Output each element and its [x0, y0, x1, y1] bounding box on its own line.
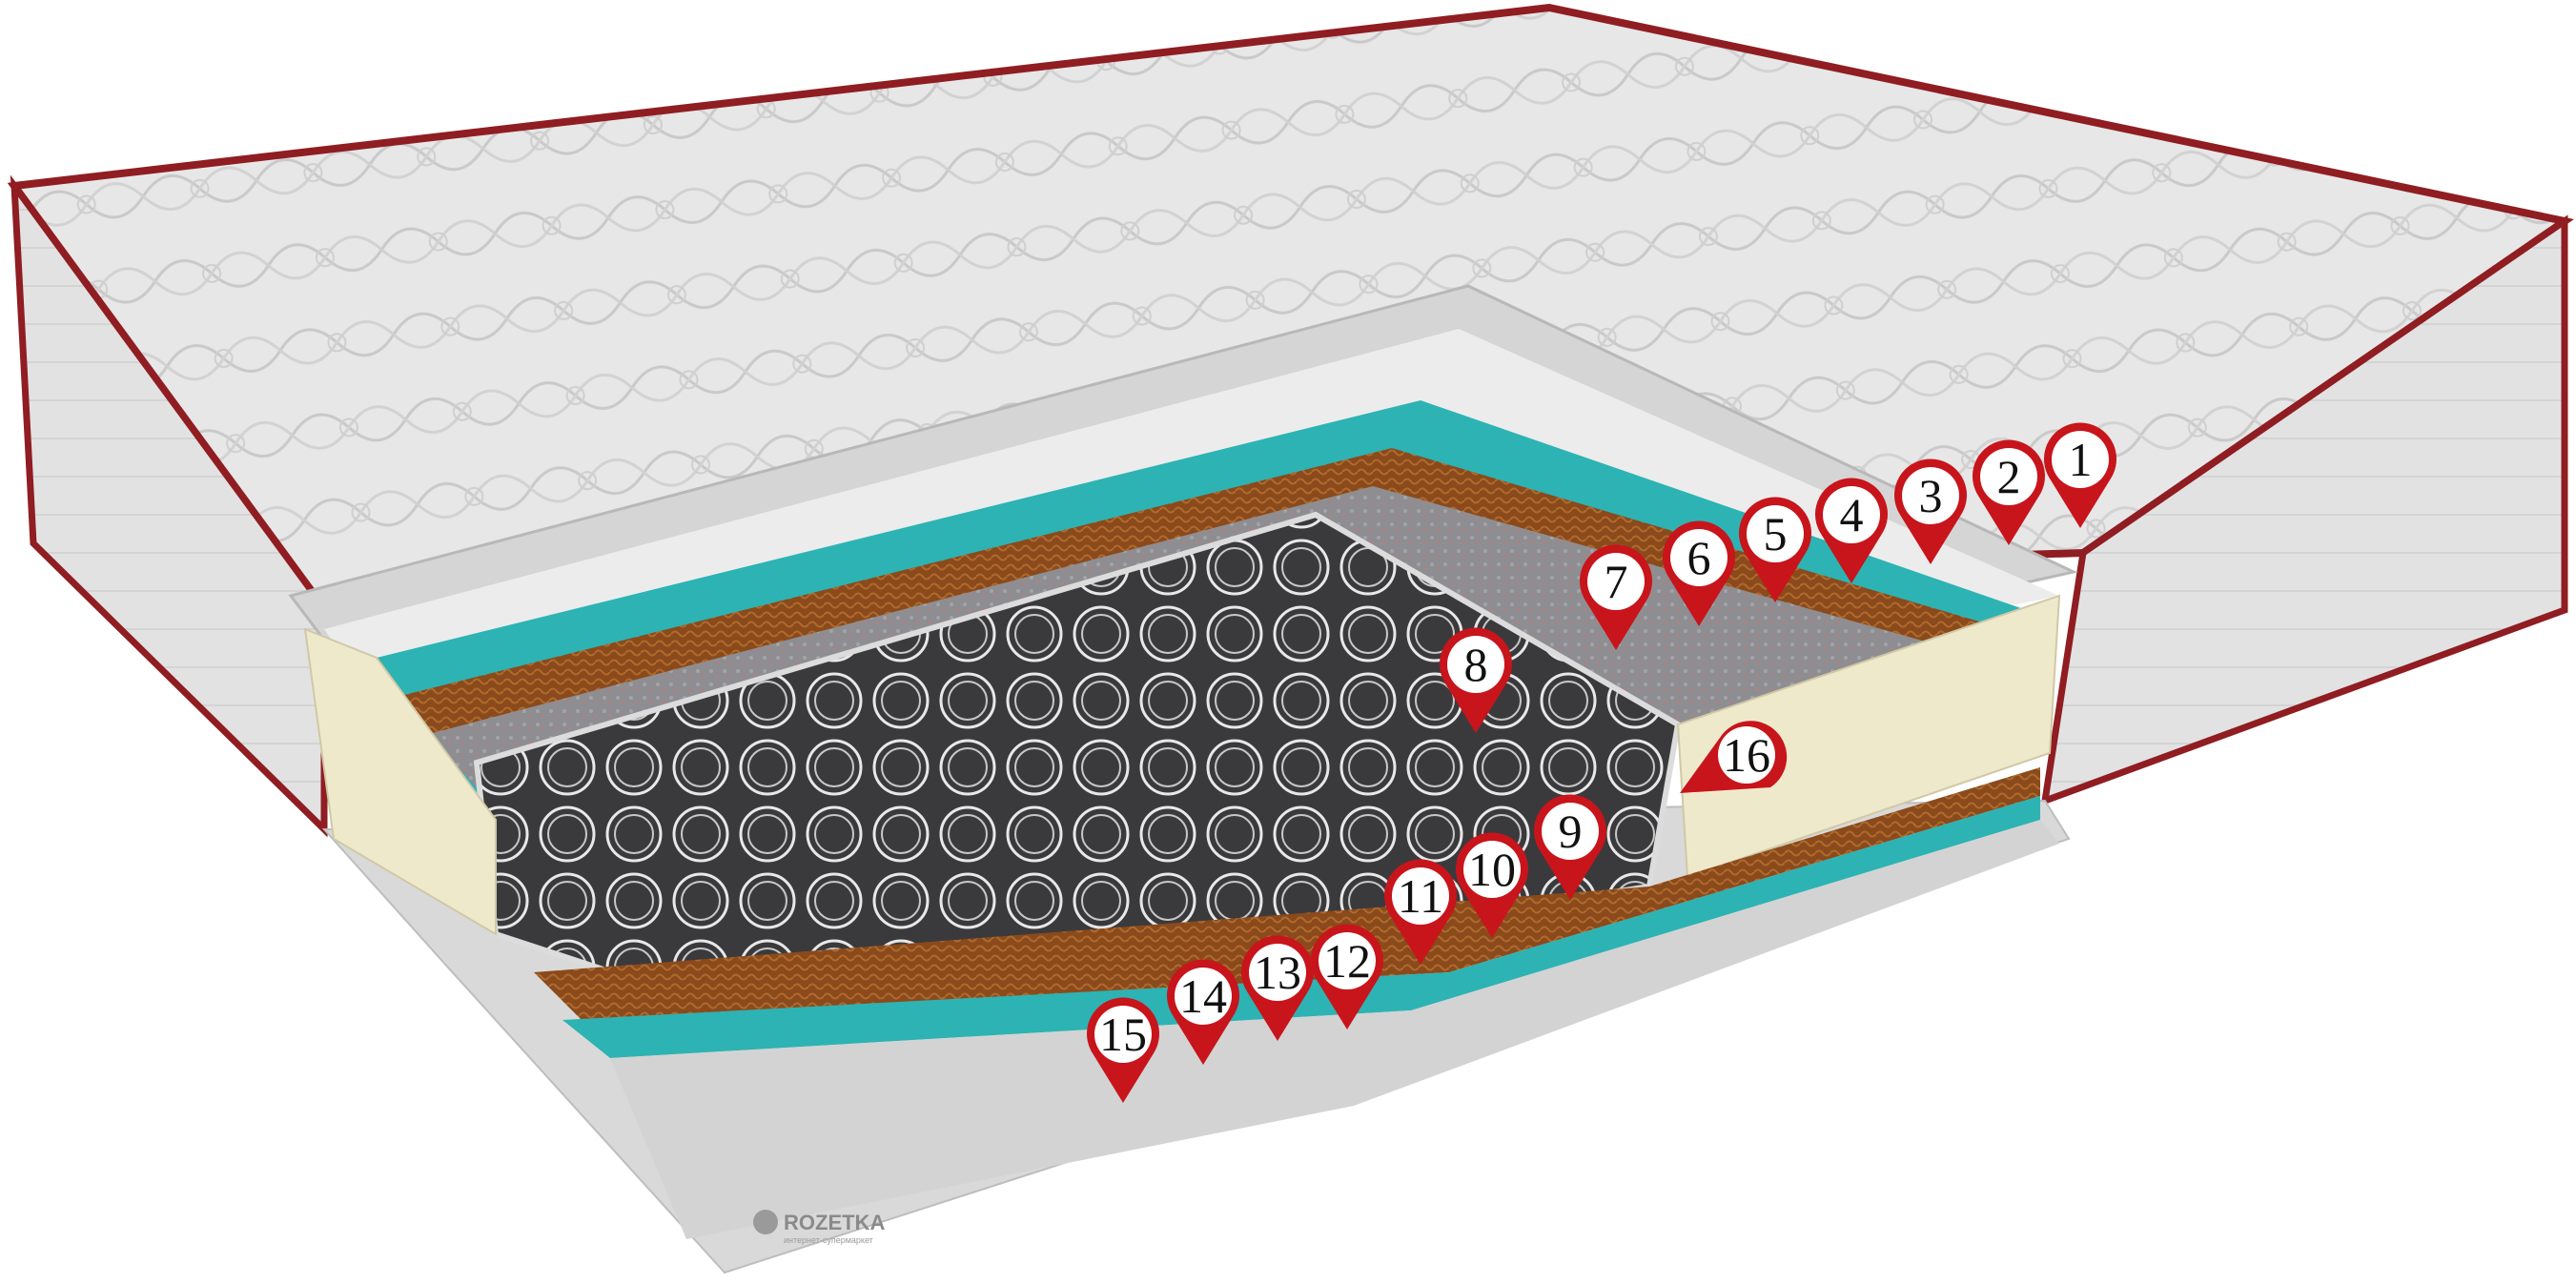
marker-pin-1: 1 — [2044, 422, 2116, 528]
marker-label: 2 — [1997, 450, 2021, 503]
marker-label: 3 — [1919, 469, 1943, 522]
layer-coir-bottom — [534, 767, 2040, 1020]
marker-label: 6 — [1687, 531, 1711, 584]
marker-pin-9: 9 — [1534, 794, 1606, 900]
marker-label: 1 — [2069, 433, 2093, 486]
marker-pin-face — [1670, 529, 1728, 586]
marker-pin-face — [1542, 803, 1599, 860]
marker-label: 10 — [1468, 843, 1516, 896]
marker-pin-14: 14 — [1167, 959, 1239, 1065]
marker-pin-10: 10 — [1456, 832, 1528, 938]
marker-label: 7 — [1605, 555, 1628, 608]
marker-pin-12: 12 — [1310, 924, 1383, 1029]
rozetka-watermark: ROZETKA интернет-супермаркет — [753, 1210, 885, 1245]
side-cream-block-right — [1676, 594, 2061, 879]
marker-pin-face — [1718, 726, 1775, 784]
marker-pin-5: 5 — [1738, 497, 1811, 602]
marker-label: 13 — [1254, 946, 1301, 999]
watermark-brand: ROZETKA — [784, 1211, 885, 1234]
marker-pin-7: 7 — [1579, 544, 1652, 650]
marker-pin-2: 2 — [1973, 439, 2045, 545]
marker-label: 4 — [1840, 488, 1864, 541]
marker-pin-3: 3 — [1894, 459, 1967, 564]
marker-pin-face — [1980, 448, 2037, 505]
marker-pin-face — [1392, 867, 1449, 925]
marker-pin-8: 8 — [1440, 627, 1512, 733]
marker-pin-4: 4 — [1814, 478, 1888, 583]
marker-pin-6: 6 — [1663, 520, 1735, 626]
layer-teal-foam-bottom — [562, 796, 2040, 1058]
marker-pin-face — [1094, 1006, 1152, 1063]
marker-label: 14 — [1179, 969, 1227, 1023]
marker-label: 15 — [1099, 1008, 1147, 1061]
marker-pin-13: 13 — [1240, 935, 1314, 1041]
marker-pin-face — [1587, 553, 1645, 610]
mattress-right-side — [2040, 214, 2568, 806]
marker-pin-face — [1319, 932, 1376, 989]
marker-pin-face — [2052, 431, 2109, 488]
marker-pin-face — [1463, 841, 1521, 898]
side-cream-block-left — [303, 627, 497, 936]
marker-pin-16: 16 — [1680, 721, 1788, 793]
marker-label: 16 — [1723, 728, 1770, 782]
marker-pin-face — [1447, 636, 1504, 693]
marker-pin-face — [1175, 968, 1232, 1025]
marker-label: 11 — [1398, 869, 1443, 923]
marker-pin-15: 15 — [1087, 997, 1159, 1103]
marker-pin-face — [1823, 486, 1880, 543]
marker-pin-11: 11 — [1383, 859, 1457, 965]
marker-pin-face — [1747, 505, 1804, 562]
watermark-tagline: интернет-супермаркет — [784, 1235, 873, 1245]
marker-label: 9 — [1559, 805, 1583, 858]
layer-bottom-cover — [610, 820, 2059, 1239]
marker-pin-face — [1249, 944, 1306, 1001]
marker-label: 12 — [1323, 934, 1371, 988]
marker-pin-face — [1902, 467, 1959, 524]
marker-label: 8 — [1464, 638, 1488, 691]
marker-label: 5 — [1764, 507, 1788, 560]
rozetka-logo-icon — [753, 1210, 778, 1234]
